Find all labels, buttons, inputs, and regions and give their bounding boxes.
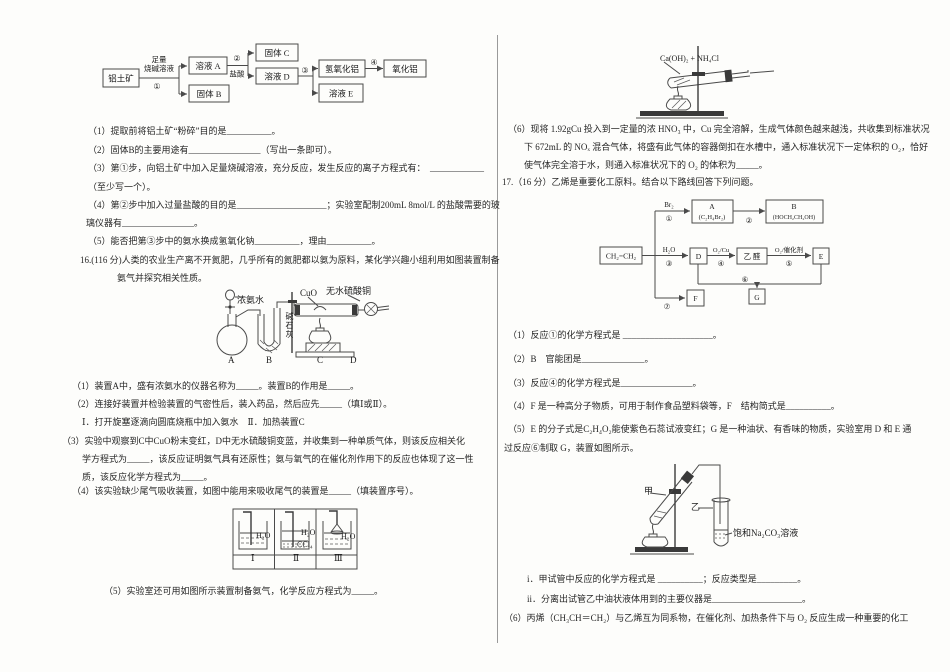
q16-item-2: （2）连接好装置并检验装置的气密性后，装入药品，然后应先_____（填Ⅰ或Ⅱ）。 bbox=[72, 399, 393, 409]
q15-item-3-cont: （至少写一个）。 bbox=[88, 182, 156, 192]
q15-item-2: （2）固体B的主要用途有________________（写出一条即可）。 bbox=[88, 145, 338, 155]
q17-item-5-cont: 过反应⑥制取 G，装置如图所示。 bbox=[504, 443, 639, 453]
cuo-label: CuO bbox=[300, 288, 318, 298]
flow2-acetaldehyde: 乙 醛 bbox=[744, 251, 761, 261]
flow2-box-b-formula: (HOCH₂CH₂OH) bbox=[773, 214, 815, 221]
q15-item-1: （1）提取前将铝土矿“粉碎”目的是__________。 bbox=[88, 126, 281, 136]
q16-item-2-options: Ⅰ．打开旋塞逐滴向圆底烧瓶中加入氨水 Ⅱ．加热装置C bbox=[82, 417, 305, 427]
device2-ccl4-label: CCl₄ bbox=[297, 540, 313, 549]
device1-roman-label: Ⅰ bbox=[251, 553, 255, 563]
flow1-solid-c: 固体 C bbox=[265, 48, 290, 58]
q16-item-6-cont1: 下 672mL 的 NOₓ 混合气体，将盛有此气体的容器倒扣在水槽中，通入标准状… bbox=[524, 142, 929, 152]
q16-heading: 16.(116 分)人类的农业生产离不开氮肥，几乎所有的氮肥都以氨为原料，某化学… bbox=[80, 255, 500, 265]
gas-absorption-devices-figure bbox=[232, 508, 358, 570]
bauxite-flowchart-figure: 铝土矿 足量 烧碱溶液 ① 溶液 A 固体 B ② 盐酸 固体 C 溶液 D ③… bbox=[102, 43, 427, 103]
flow2-box-a: A bbox=[709, 202, 715, 211]
q15-item-5: （5）能否把第③步中的氨水换成氢氧化钠__________，理由________… bbox=[88, 236, 381, 246]
device1-h2o-label: H₂O bbox=[256, 531, 271, 540]
flow2-box-e: E bbox=[819, 252, 824, 261]
flow2-step5: ⑤ bbox=[786, 259, 793, 268]
test-tube-yi-label: 乙 bbox=[691, 502, 701, 512]
q16-item-6: （6）现将 1.92gCu 投入到一定量的浓 HNO₃ 中，Cu 完全溶解，生成… bbox=[508, 124, 930, 134]
cuso4-label: 无水硫酸铜 bbox=[326, 286, 372, 296]
device3-roman-label: Ⅲ bbox=[334, 553, 343, 563]
q16-item-3: （3）实验中观察到C中CuO粉末变红，D中无水硫酸铜变蓝，并收集到一种单质气体，… bbox=[62, 436, 466, 446]
flow2-br2: Br₂ bbox=[664, 201, 674, 209]
na2co3-solution-label: 饱和Na₂CO₃溶液 bbox=[733, 528, 799, 538]
flow1-source: 铝土矿 bbox=[108, 74, 134, 84]
flow2-box-a-formula: (C₂H₄Br₂) bbox=[699, 214, 726, 221]
flow2-o2cat: O₂/催化剂 bbox=[775, 245, 803, 254]
flow1-solution-a: 溶液 A bbox=[195, 61, 221, 71]
q16-item-4: （4）该实验缺少尾气吸收装置，如图中能用来吸收尾气的装置是_____（填装置序号… bbox=[72, 486, 419, 496]
flow1-al2o3: 氧化铝 bbox=[392, 64, 418, 74]
flow1-step1: ① bbox=[153, 82, 160, 91]
flow2-box-d: D bbox=[696, 252, 702, 261]
q17-sub-i: i．甲试管中反应的化学方程式是 __________；反应类型是________… bbox=[527, 574, 807, 584]
q17-item-5: （5）E 的分子式是C₂H₄O₂能使紫色石蕊试液变红；G 是一种油状、有香味的物… bbox=[508, 424, 912, 434]
flow1-step3: ③ bbox=[301, 66, 308, 75]
soda-lime-label: 碱石灰 bbox=[285, 312, 294, 339]
q17-item-3: （3）反应④的化学方程式是________________。 bbox=[508, 378, 702, 388]
q17-heading: 17.（16 分）乙烯是重要化工原料。结合以下路线回答下列问题。 bbox=[502, 177, 759, 187]
flow1-solid-b: 固体 B bbox=[197, 89, 222, 99]
apparatus-letter-d: D bbox=[350, 355, 357, 365]
flow2-box-b: B bbox=[791, 202, 796, 211]
q17-item-4: （4）F 是一种高分子物质，可用于制作食品塑料袋等，F 结构简式是_______… bbox=[508, 401, 840, 411]
flow1-solution-e: 溶液 E bbox=[329, 89, 353, 99]
flow2-ethene: CH₂=CH₂ bbox=[606, 252, 637, 261]
apparatus-letter-a: A bbox=[228, 355, 235, 365]
nh3-test-tube-apparatus-figure bbox=[636, 46, 775, 119]
flow2-step1: ① bbox=[666, 214, 673, 223]
flow2-h2o: H₂O bbox=[663, 246, 676, 254]
q15-item-4-cont: 璃仪器有________________。 bbox=[86, 218, 204, 228]
test-tube-jia-label: 甲 bbox=[644, 486, 654, 496]
apparatus-letter-c: C bbox=[317, 355, 324, 365]
apparatus-letter-b: B bbox=[266, 355, 273, 365]
device2-roman-label: Ⅱ bbox=[293, 553, 300, 563]
flow2-o2cu: O₂/Cu bbox=[713, 247, 730, 254]
flow1-cond1-line2: 烧碱溶液 bbox=[144, 63, 174, 73]
q16-item-5: （5）实验室还可用如图所示装置制备氨气，化学反应方程式为_____。 bbox=[104, 586, 384, 596]
q17-item-2: （2）B 官能团是______________。 bbox=[508, 354, 654, 364]
flow1-step2: ② bbox=[233, 54, 240, 63]
q16-item-1: （1）装置A中，盛有浓氨水的仪器名称为_____。装置B的作用是_____。 bbox=[72, 381, 360, 391]
esterification-apparatus-figure bbox=[630, 464, 733, 555]
q15-item-3: （3）第①步，向铝土矿中加入足量烧碱溶液，充分反应，发生反应的离子方程式有： _… bbox=[88, 163, 485, 173]
q16-heading-cont: 氨气并探究相关性质。 bbox=[117, 273, 208, 283]
flow2-step4: ④ bbox=[718, 259, 725, 268]
flow1-aloh3: 氢氧化铝 bbox=[325, 64, 359, 74]
flow2-step3: ③ bbox=[666, 259, 673, 268]
flow1-step4: ④ bbox=[370, 58, 377, 67]
q15-item-4: （4）第②步中加入过量盐酸的目的是____________________；实验… bbox=[88, 200, 500, 210]
flow1-acid-label: 盐酸 bbox=[230, 69, 245, 79]
flow2-step6: ⑥ bbox=[742, 275, 749, 284]
flow2-box-f: F bbox=[693, 294, 697, 303]
q17-sub-ii: ii．分离出试管乙中油状液体用到的主要仪器是__________________… bbox=[527, 594, 812, 604]
column-divider bbox=[497, 35, 498, 643]
q17-item-1: （1）反应①的化学方程式是 ____________________。 bbox=[508, 330, 722, 340]
flow2-step7: ⑦ bbox=[664, 302, 671, 311]
ethylene-route-flowchart-figure: CH₂=CH₂ Br₂ ① A (C₂H₄Br₂) ② B (HOCH₂CH₂O… bbox=[599, 199, 830, 311]
device2-h2o-label: H₂O bbox=[301, 528, 316, 537]
flow2-step2: ② bbox=[746, 216, 753, 225]
device3-h2o-label: H₂O bbox=[341, 532, 356, 541]
caoh2-nh4cl-label: Ca(OH)₂ + NH₄Cl bbox=[660, 54, 719, 63]
flow2-box-g: G bbox=[754, 293, 760, 302]
q16-item-3-cont1: 学方程式为_____，该反应证明氨气具有还原性；氨与氧气的在催化剂作用下的反应也… bbox=[82, 454, 474, 464]
nh3-water-label: 浓氨水 bbox=[237, 295, 265, 305]
flow1-cond1-line1: 足量 bbox=[152, 55, 167, 64]
q16-item-3-cont2: 质，该反应化学方程式为_____。 bbox=[82, 472, 213, 482]
nh3-generation-apparatus-figure bbox=[216, 289, 390, 358]
q17-item-6: （6）丙烯（CH₃CH＝CH₂）与乙烯互为同系物，在催化剂、加热条件下与 O₂ … bbox=[504, 613, 909, 623]
flow1-solution-d: 溶液 D bbox=[264, 72, 289, 82]
q16-item-6-cont2: 使气体完全溶于水，则通入标准状况下的 O₂ 的体积为_____。 bbox=[524, 160, 768, 170]
